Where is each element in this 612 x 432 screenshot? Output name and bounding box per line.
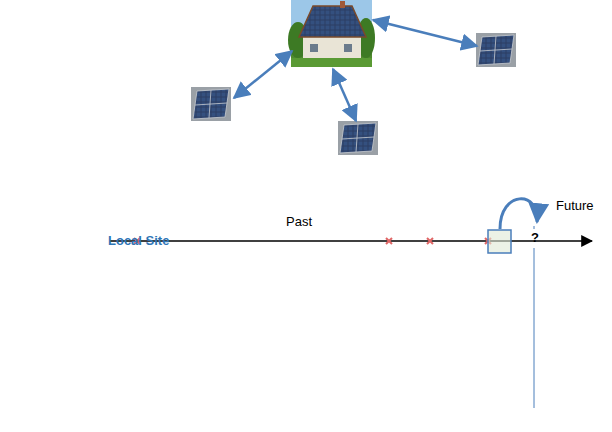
solar-panel — [476, 33, 516, 67]
site-label: Local Site — [108, 234, 169, 249]
time-label: Future — [556, 199, 594, 214]
link-arrows — [234, 20, 477, 121]
solar-panel — [338, 121, 378, 155]
time-label: Past — [286, 215, 312, 230]
forecast-line — [534, 248, 535, 408]
solar-panel — [191, 87, 231, 121]
house-photo — [288, 0, 375, 67]
forecast-line — [534, 226, 535, 229]
forecast-arrow — [500, 199, 537, 229]
timeline-axis — [110, 240, 592, 242]
unknown-mark: ? — [531, 231, 539, 246]
current-window — [488, 230, 511, 253]
event-marks — [134, 238, 491, 244]
